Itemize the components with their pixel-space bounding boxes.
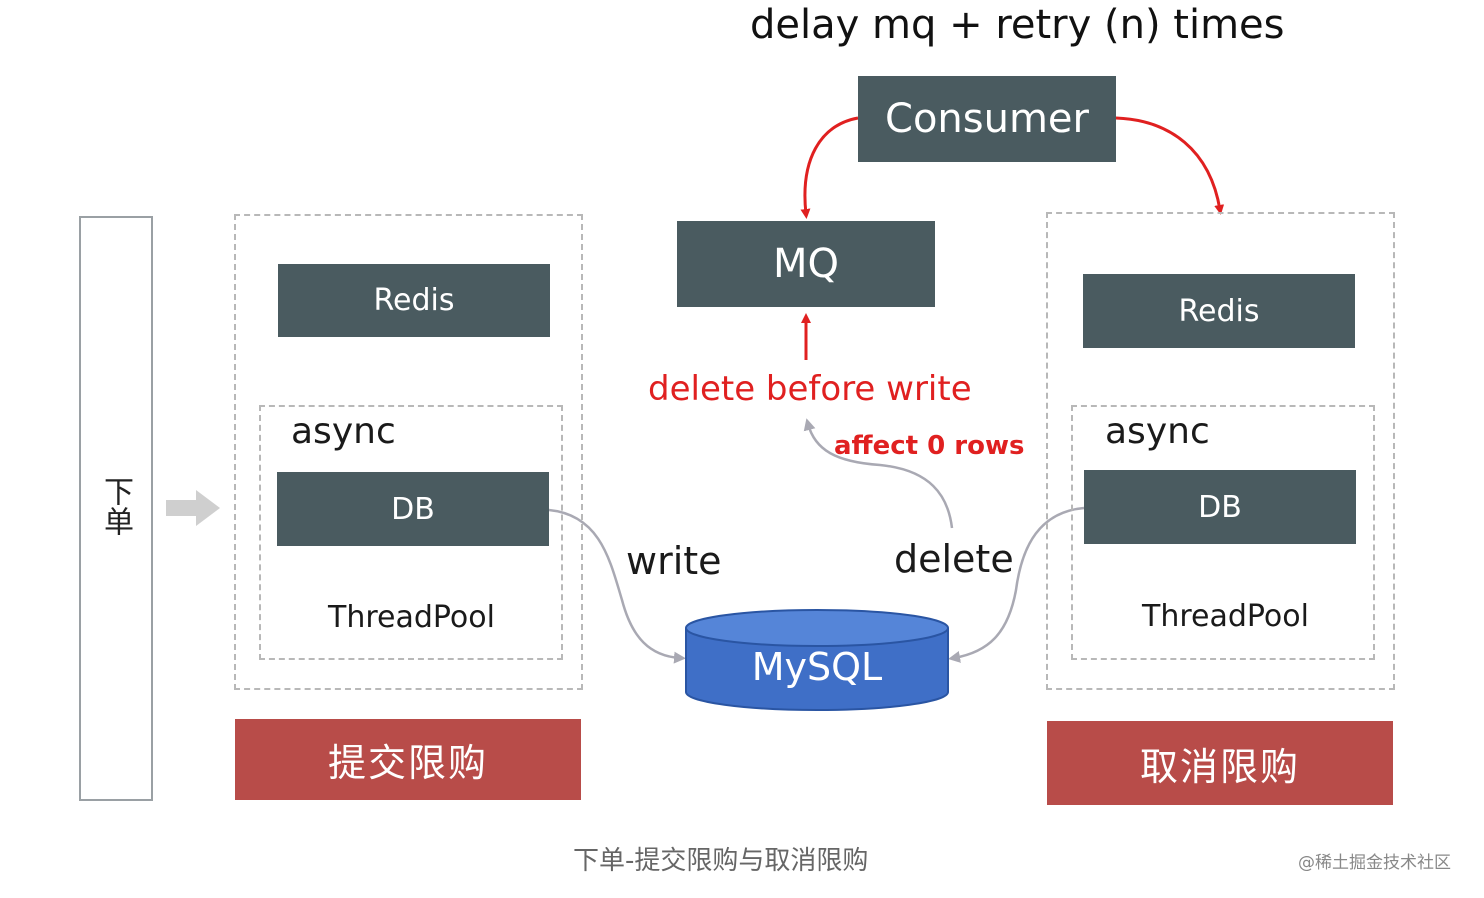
right-redis-box: Redis	[1083, 274, 1355, 348]
right-action-bar: 取消限购	[1047, 721, 1393, 805]
right-threadpool-label: ThreadPool	[1142, 599, 1309, 634]
left-action-bar: 提交限购	[235, 719, 581, 800]
delete-label: delete	[894, 537, 1014, 581]
consumer-label: Consumer	[885, 96, 1089, 142]
mq-label: MQ	[773, 241, 839, 287]
figure-caption: 下单-提交限购与取消限购	[573, 846, 869, 876]
consumer-box: Consumer	[858, 76, 1116, 162]
delete-before-write-label: delete before write	[648, 369, 972, 409]
right-async-group	[1071, 405, 1375, 660]
affect-rows-arrow	[803, 418, 954, 529]
order-label: 下单	[98, 476, 133, 536]
mq-box: MQ	[677, 221, 935, 307]
right-action-label: 取消限购	[1139, 744, 1300, 789]
left-db-label: DB	[391, 491, 435, 527]
right-async-label: async	[1105, 411, 1210, 452]
left-async-label: async	[291, 411, 396, 452]
watermark: @稀土掘金技术社区	[1298, 853, 1451, 873]
left-threadpool-label: ThreadPool	[328, 600, 495, 635]
mysql-cylinder	[685, 609, 949, 711]
consumer-to-right-arrow	[1115, 116, 1225, 215]
write-label: write	[626, 539, 722, 583]
right-redis-label: Redis	[1178, 293, 1260, 329]
affect-rows-label: affect 0 rows	[834, 431, 1025, 461]
left-db-box: DB	[277, 472, 549, 546]
order-box	[79, 216, 153, 801]
right-db-box: DB	[1084, 470, 1356, 544]
delete-arrow	[948, 506, 1085, 663]
consumer-to-mq-arrow	[800, 116, 859, 219]
left-action-label: 提交限购	[327, 741, 488, 785]
left-async-group	[259, 405, 563, 660]
left-panel	[234, 214, 583, 690]
right-panel	[1046, 212, 1395, 690]
right-db-label: DB	[1198, 489, 1242, 525]
diagram-title: delay mq + retry (n) times	[750, 2, 1285, 48]
left-redis-box: Redis	[278, 264, 550, 337]
left-redis-label: Redis	[373, 283, 455, 318]
mysql-label: MySQL	[751, 645, 883, 689]
order-arrow-icon	[166, 490, 220, 526]
